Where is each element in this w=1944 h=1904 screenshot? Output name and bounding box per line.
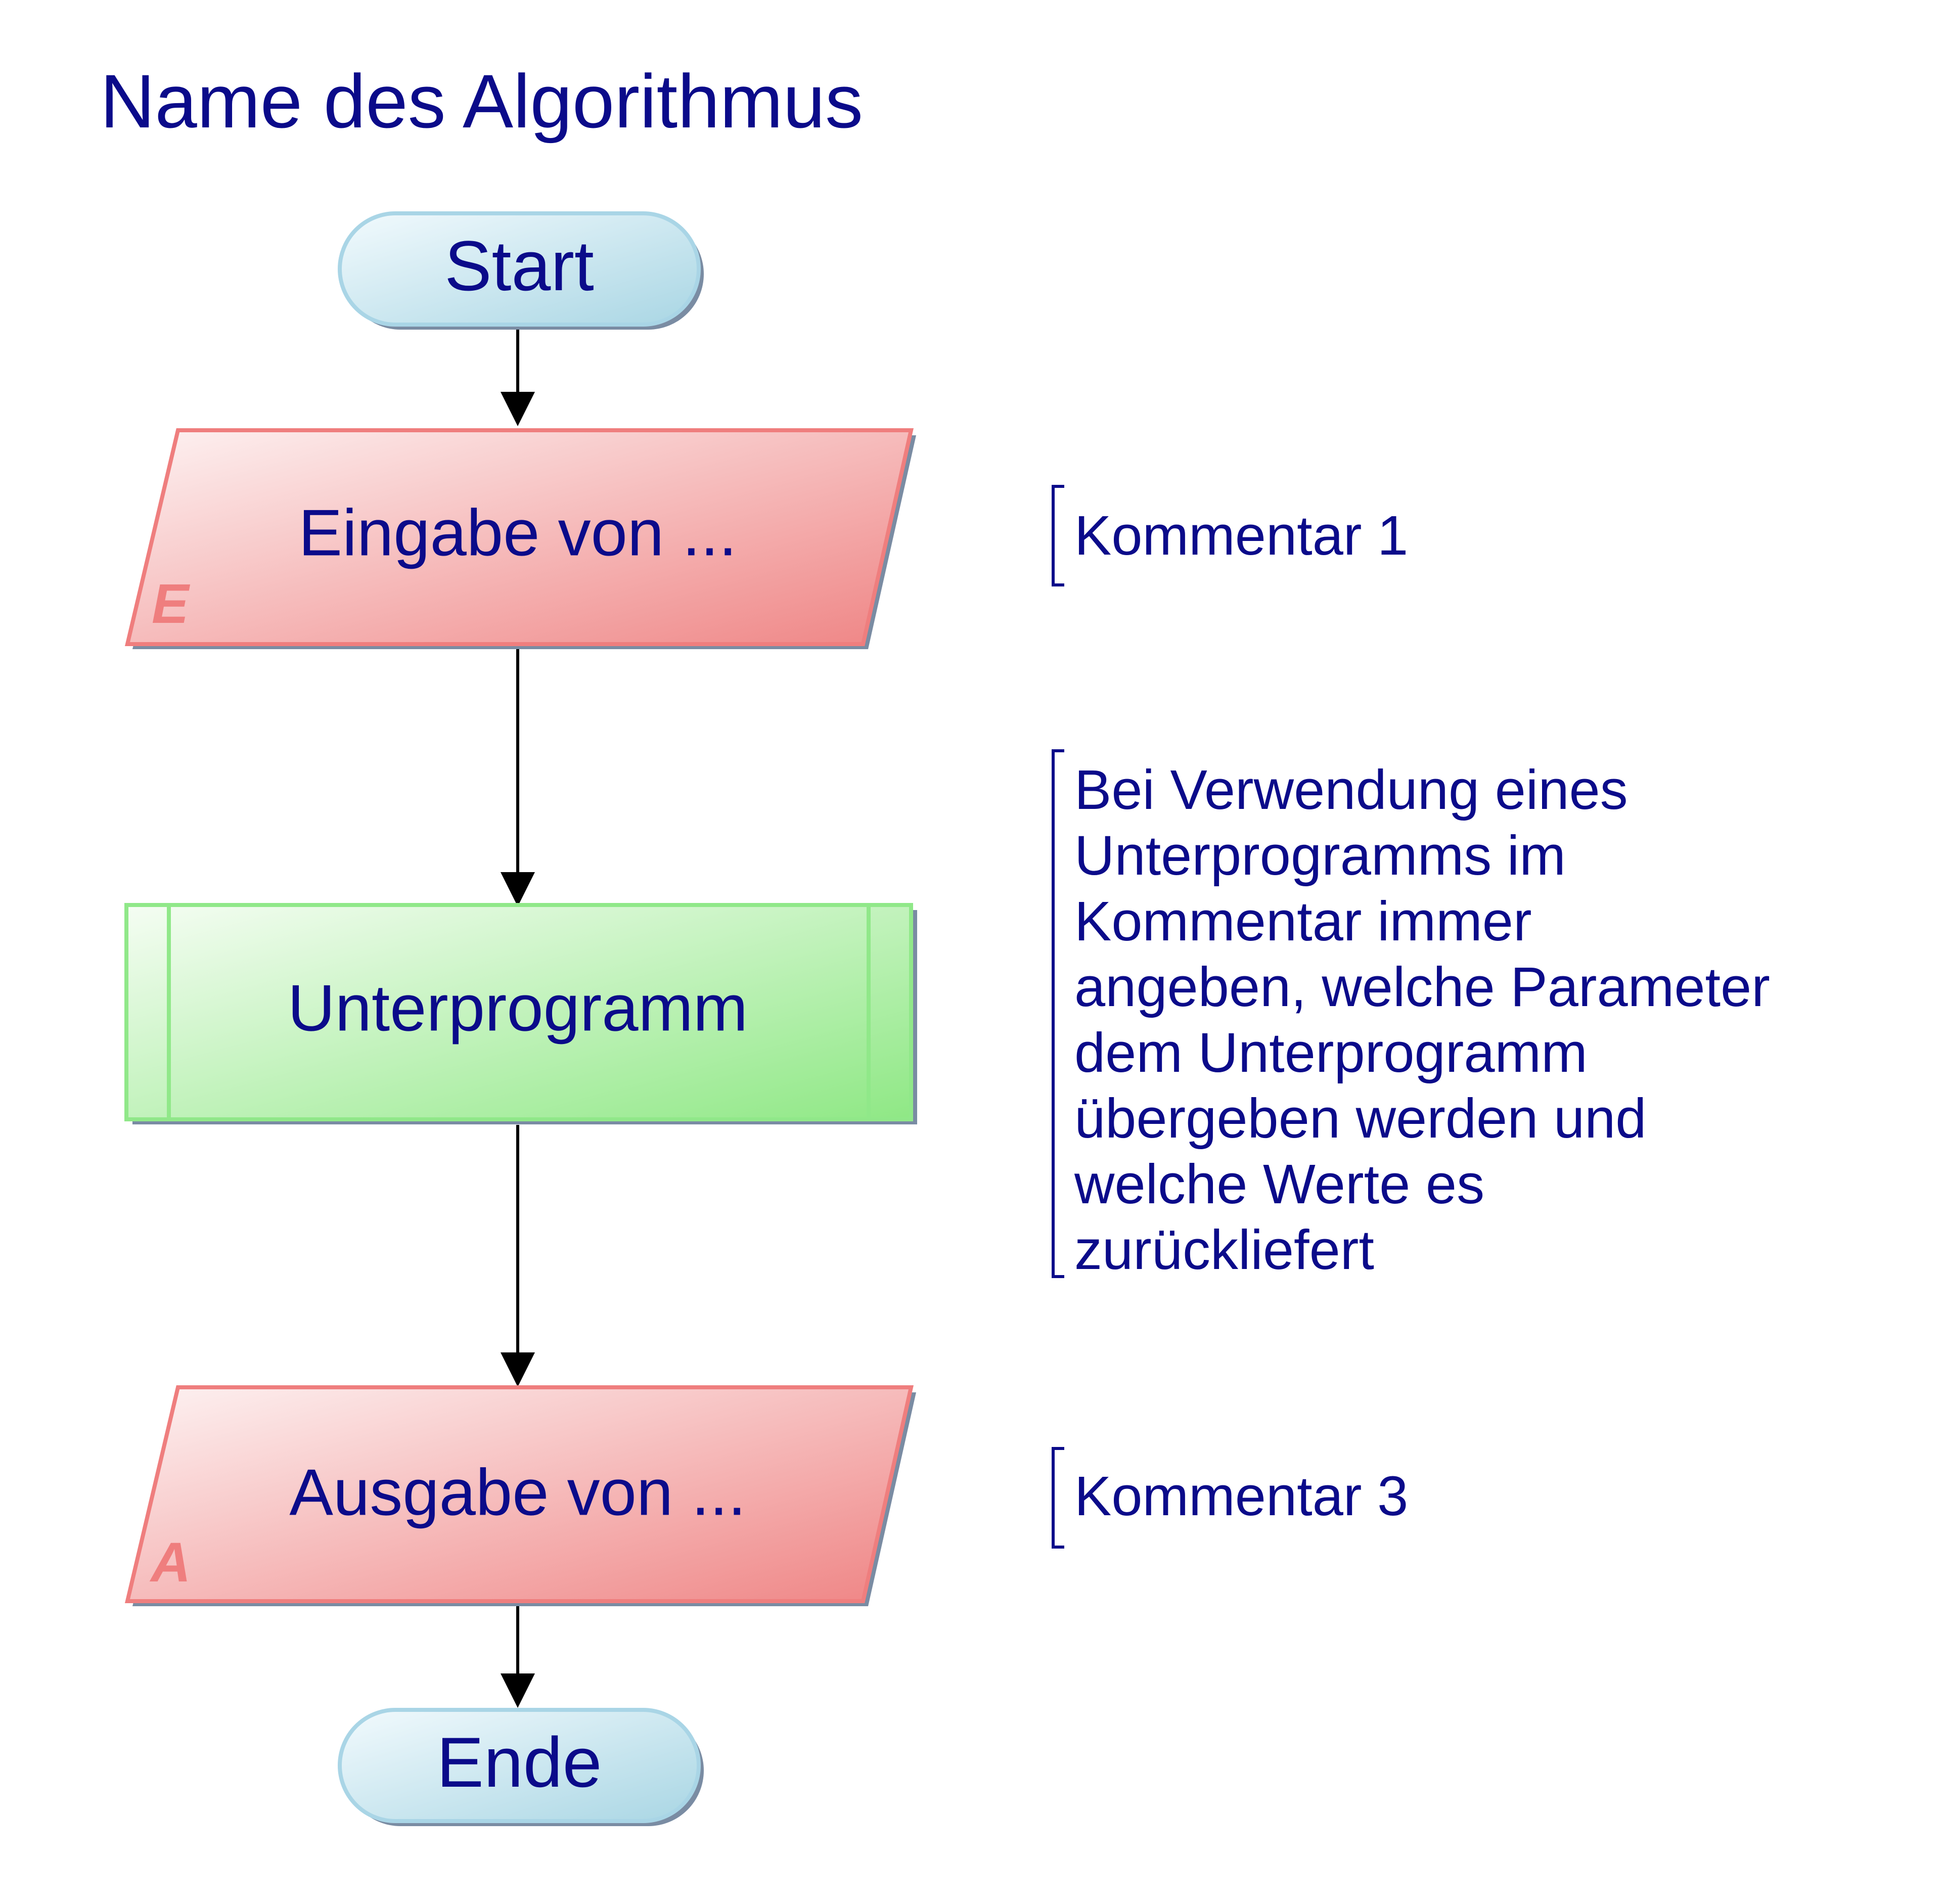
comment2-line: Unterprogramms im [1074, 825, 1566, 887]
comment1-line: Kommentar 1 [1074, 505, 1408, 567]
end-label: Ende [437, 1722, 602, 1802]
arrowhead-end [501, 1673, 535, 1708]
output-label: Ausgabe von ... [289, 1455, 746, 1529]
comment2-line: Bei Verwendung eines [1074, 759, 1628, 821]
arrowhead-input [501, 392, 535, 426]
comment2-line: dem Unterprogramm [1074, 1022, 1588, 1084]
comment-3: Kommentar 3 [1052, 1447, 1408, 1549]
input-marker: E [152, 573, 191, 635]
connectors [501, 324, 535, 1708]
comment-3-text: Kommentar 3 [1074, 1465, 1408, 1527]
comment2-line: übergeben werden und [1074, 1087, 1646, 1150]
comment-1-text: Kommentar 1 [1074, 505, 1408, 567]
diagram-title: Name des Algorithmus [100, 59, 863, 144]
comment2-line: zurückliefert [1074, 1219, 1374, 1281]
end-terminal[interactable]: Ende [338, 1708, 704, 1826]
comment2-line: welche Werte es [1074, 1153, 1484, 1215]
input-label: Eingabe von ... [298, 495, 737, 569]
output-marker: A [149, 1531, 191, 1594]
output-node[interactable]: A Ausgabe von ... [124, 1385, 916, 1606]
start-label: Start [444, 226, 594, 305]
arrowhead-output [501, 1352, 535, 1387]
comment2-line: angeben, welche Parameter [1074, 956, 1770, 1018]
input-node[interactable]: E Eingabe von ... [124, 428, 916, 649]
comment-3-bracket [1052, 1447, 1064, 1549]
comment-2-bracket [1052, 749, 1064, 1278]
start-terminal[interactable]: Start [338, 211, 704, 330]
comment-1: Kommentar 1 [1052, 485, 1408, 586]
subroutine-label: Unterprogramm [288, 971, 748, 1045]
comment3-line: Kommentar 3 [1074, 1465, 1408, 1527]
arrowhead-subroutine [501, 872, 535, 906]
comment2-line: Kommentar immer [1074, 890, 1532, 953]
comment-1-bracket [1052, 485, 1064, 586]
subroutine-node[interactable]: Unterprogramm [124, 903, 917, 1124]
